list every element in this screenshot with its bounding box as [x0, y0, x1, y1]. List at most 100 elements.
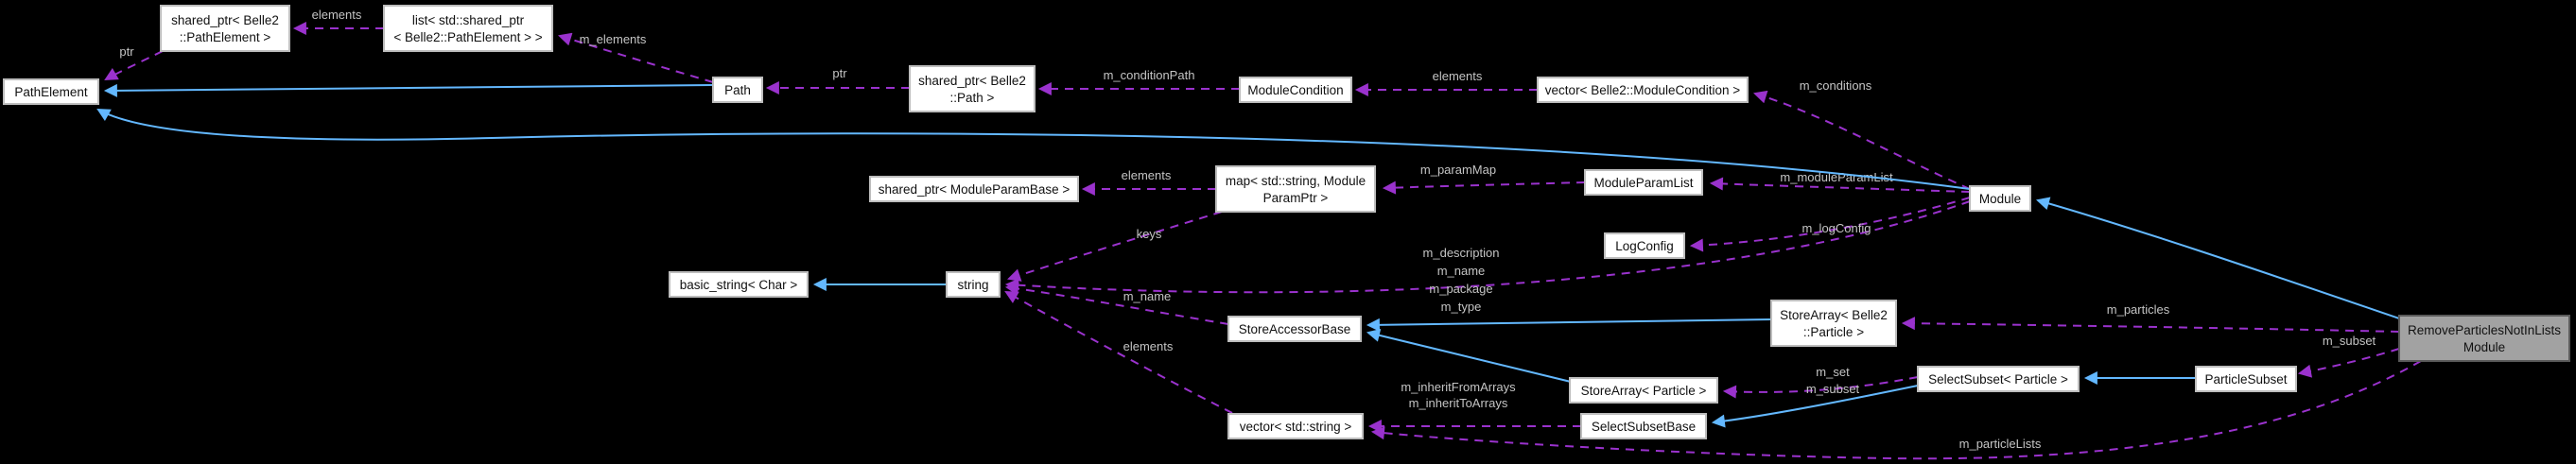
node-label: list< std::shared_ptr — [412, 13, 525, 27]
node-box[interactable] — [1770, 300, 1897, 347]
node-box[interactable] — [1580, 413, 1707, 439]
edge-line-usage — [557, 32, 714, 83]
node-box[interactable] — [1227, 413, 1364, 439]
edge-label: m_logConfig — [1802, 221, 1871, 235]
edge-label: m_particleLists — [1959, 437, 2042, 451]
node-string[interactable]: string — [946, 271, 1001, 298]
edge-m-conditionpath: m_conditionPath — [1037, 68, 1240, 95]
node-path[interactable]: Path — [712, 77, 763, 103]
node-box[interactable] — [1239, 77, 1352, 103]
edge-label: m_particles — [2107, 302, 2170, 317]
node-box[interactable] — [383, 5, 553, 52]
node-box[interactable] — [1215, 165, 1376, 213]
edge-label: elements — [1122, 168, 1172, 182]
node-list-shared-ptr-pathelement[interactable]: list< std::shared_ptr< Belle2::PathEleme… — [383, 5, 553, 52]
node-module[interactable]: Module — [1969, 185, 2031, 212]
edge-inherit-path-pathelement — [103, 83, 714, 97]
node-label: map< std::string, Module — [1226, 174, 1366, 188]
node-particlesubset[interactable]: ParticleSubset — [2195, 366, 2297, 392]
edge-inherit-storearrayparticle-storeaccessorbase — [1366, 329, 1572, 383]
edge-ptr-sharedptr-to-pathelement: ptr — [104, 44, 164, 81]
node-label: LogConfig — [1615, 239, 1674, 253]
edge-m-moduleparamlist: m_moduleParamList — [1709, 170, 1971, 193]
node-box[interactable] — [2195, 366, 2297, 392]
node-basic-string-char[interactable]: basic_string< Char > — [669, 271, 809, 298]
node-box[interactable] — [1604, 232, 1685, 259]
edge-keys-map-to-string: keys — [1007, 211, 1223, 282]
edge-line-inheritance — [96, 108, 1971, 190]
node-storeaccessorbase[interactable]: StoreAccessorBase — [1227, 316, 1362, 342]
edge-label: m_conditions — [1800, 78, 1872, 93]
edge-line-inheritance — [1366, 318, 1772, 332]
node-box[interactable] — [160, 5, 290, 52]
edge-label: m_inheritFromArrays — [1401, 380, 1516, 394]
edge-label: elements — [1123, 339, 1174, 353]
edge-label: m_elements — [580, 32, 647, 46]
edge-label: m_moduleParamList — [1780, 170, 1893, 184]
node-logconfig[interactable]: LogConfig — [1604, 232, 1685, 259]
node-label: ModuleParamList — [1593, 176, 1693, 190]
edge-m-parammap: m_paramMap — [1382, 163, 1586, 195]
edge-label: m_package — [1429, 282, 1492, 296]
node-moduleparamlist[interactable]: ModuleParamList — [1584, 169, 1703, 196]
edge-line-usage — [1722, 376, 1919, 399]
edge-line-usage — [1901, 317, 2400, 333]
edge-line-usage — [1004, 282, 1229, 325]
node-pathelement[interactable]: PathElement — [3, 78, 99, 105]
edge-inherit-selectsubset-selectsubsetbase — [1711, 385, 1919, 428]
node-label: shared_ptr< Belle2 — [171, 13, 279, 27]
node-selectsubset-particle[interactable]: SelectSubset< Particle > — [1917, 366, 2080, 392]
edge-inherit-removeparticles-module — [2035, 197, 2400, 319]
edge-line-usage — [1007, 211, 1223, 282]
node-label: ModuleCondition — [1247, 83, 1343, 97]
node-selectsubsetbase[interactable]: SelectSubsetBase — [1580, 413, 1707, 439]
edge-label: m_description — [1423, 246, 1500, 260]
node-box[interactable] — [1917, 366, 2080, 392]
edge-label: ptr — [832, 66, 847, 80]
node-label: shared_ptr< Belle2 — [918, 74, 1026, 88]
node-box[interactable] — [3, 78, 99, 105]
edge-m-logconfig: m_logConfig — [1689, 197, 1971, 252]
node-modulecondition[interactable]: ModuleCondition — [1239, 77, 1352, 103]
edge-label: m_type — [1441, 300, 1482, 314]
node-label: StoreArray< Belle2 — [1780, 308, 1888, 322]
edge-elements-map-to-sharedptrparambase: elements — [1081, 168, 1216, 196]
node-vector-modulecondition[interactable]: vector< Belle2::ModuleCondition > — [1537, 77, 1749, 103]
node-storearray-particle[interactable]: StoreArray< Particle > — [1569, 377, 1718, 404]
edge-label: ptr — [119, 44, 134, 59]
edge-m-name-storeaccessor-to-string: m_name — [1004, 282, 1229, 325]
node-label: SelectSubset< Particle > — [1928, 372, 2068, 387]
node-shared-ptr-moduleparambase[interactable]: shared_ptr< ModuleParamBase > — [869, 176, 1079, 202]
edge-line-usage — [1709, 177, 1971, 193]
edge-label: elements — [1433, 69, 1483, 83]
node-box[interactable] — [669, 271, 809, 298]
node-box[interactable] — [1227, 316, 1362, 342]
node-shared-ptr-path[interactable]: shared_ptr< Belle2::Path > — [909, 65, 1036, 112]
node-box[interactable] — [946, 271, 1001, 298]
node-box[interactable] — [712, 77, 763, 103]
node-box[interactable] — [1537, 77, 1749, 103]
edge-elements-list-to-sharedptr: elements — [292, 8, 384, 35]
node-label: ::Particle > — [1803, 325, 1864, 339]
node-shared-ptr-pathelement[interactable]: shared_ptr< Belle2::PathElement > — [160, 5, 290, 52]
edge-label: m_conditionPath — [1104, 68, 1195, 82]
node-box[interactable] — [1969, 185, 2031, 212]
edge-line-usage — [1689, 197, 1971, 252]
node-box[interactable] — [1584, 169, 1703, 196]
node-vector-std-string[interactable]: vector< std::string > — [1227, 413, 1364, 439]
edge-m-conditions: m_conditions — [1752, 78, 1971, 190]
edge-label: elements — [312, 8, 362, 22]
node-storearray-belle2-particle[interactable]: StoreArray< Belle2::Particle > — [1770, 300, 1897, 347]
node-box[interactable] — [869, 176, 1079, 202]
edge-inherit-storearraybelle2-storeaccessorbase — [1366, 318, 1772, 332]
edge-label: m_subset — [2323, 334, 2376, 348]
node-box[interactable] — [2398, 315, 2570, 362]
node-box[interactable] — [1569, 377, 1718, 404]
node-box[interactable] — [909, 65, 1036, 112]
edge-line-usage — [1004, 200, 1971, 294]
